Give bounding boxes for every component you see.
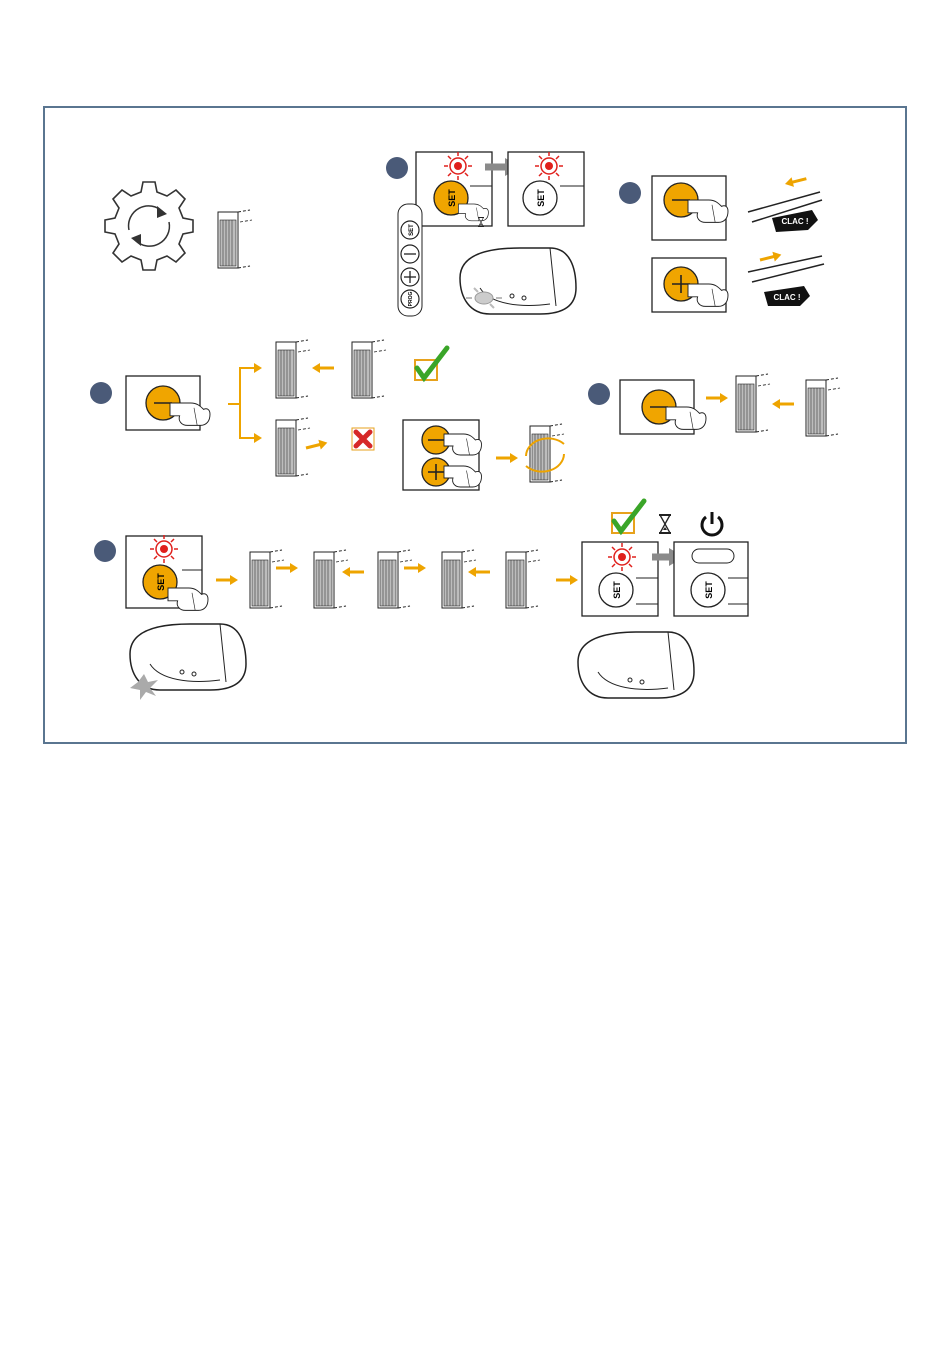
control-panel-plus (652, 258, 728, 312)
rail-clac-right: CLAC ! (748, 250, 824, 306)
door-closed (352, 340, 386, 398)
branch-connector (228, 363, 262, 443)
checkmark-icon (415, 348, 447, 380)
set-label: SET (704, 581, 714, 599)
control-panel-off: SET (674, 542, 748, 616)
motor-unit (578, 632, 694, 698)
door-rotate (526, 424, 564, 482)
step-dot (90, 382, 112, 404)
set-label: SET (409, 224, 415, 236)
door-closing (276, 340, 310, 398)
door-closed (806, 378, 840, 436)
step-dot (386, 157, 408, 179)
door-opening (276, 418, 310, 476)
clac-label: CLAC ! (781, 217, 808, 226)
control-panel-minus-test (126, 376, 210, 430)
control-panel-led-on: SET (508, 152, 584, 226)
control-panel-set-cycle: SET (126, 535, 208, 610)
prog-label: PROG (408, 292, 414, 307)
motor-unit (460, 248, 576, 314)
control-panel-minus (652, 176, 728, 240)
set-label: SET (612, 581, 622, 599)
set-label: SET (156, 573, 166, 591)
control-panel-set-press: SET (416, 152, 492, 227)
cross-icon (352, 428, 374, 450)
step-dot (94, 540, 116, 562)
button-strip: SET PROG (398, 204, 422, 316)
gear-icon (105, 182, 193, 270)
hourglass-icon (659, 515, 671, 533)
control-panel-minus-plus (403, 420, 482, 490)
set-label: SET (447, 189, 457, 207)
door-closed (218, 210, 252, 268)
control-panel-led-blink: SET (582, 542, 658, 616)
step-dot (588, 383, 610, 405)
control-panel-minus-hold (620, 380, 706, 434)
checkmark-icon (612, 501, 644, 533)
rail-clac-left: CLAC ! (748, 174, 822, 232)
power-icon (702, 512, 722, 535)
motor-unit (130, 624, 246, 690)
step-dot (619, 182, 641, 204)
door-closing (736, 374, 770, 432)
clac-label: CLAC ! (773, 293, 800, 302)
set-label: SET (536, 189, 546, 207)
door-sequence (250, 550, 540, 608)
